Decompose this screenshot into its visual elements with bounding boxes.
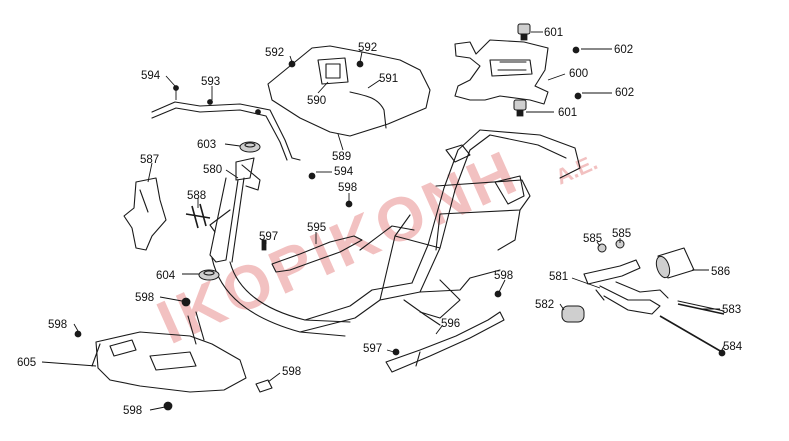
label-600: 600 [569, 68, 588, 80]
main-frame-part [209, 129, 581, 337]
bracket-593 [151, 99, 301, 161]
cylinder-586 [655, 247, 695, 279]
label-602-bottom: 602 [615, 87, 634, 99]
label-589: 589 [332, 151, 351, 163]
label-582: 582 [535, 299, 554, 311]
rod-584 [659, 315, 726, 357]
grommet-604 [198, 269, 220, 281]
floor-plate-605 [91, 311, 247, 393]
label-598-bottom-right: 598 [282, 366, 301, 378]
label-598-far-left: 598 [48, 319, 67, 331]
label-601-top: 601 [544, 27, 563, 39]
label-585-left: 585 [583, 233, 602, 245]
label-585-right: 585 [612, 228, 631, 240]
label-587: 587 [140, 154, 159, 166]
cover-589 [267, 45, 431, 137]
label-598-mid-left: 598 [135, 292, 154, 304]
sleeve-582 [561, 305, 585, 323]
bracket-595 [271, 235, 363, 273]
label-583: 583 [722, 304, 741, 316]
label-581: 581 [549, 271, 568, 283]
label-580: 580 [203, 164, 222, 176]
leader-lines [41, 31, 725, 411]
bushing-601-top [517, 23, 531, 41]
label-598-top: 598 [338, 182, 357, 194]
label-605: 605 [17, 357, 36, 369]
label-591: 591 [379, 73, 398, 85]
label-598-mid-right: 598 [494, 270, 513, 282]
label-603: 603 [197, 139, 216, 151]
bracket-587 [123, 177, 167, 251]
label-592-right: 592 [358, 42, 377, 54]
label-593: 593 [201, 76, 220, 88]
bushing-601-bottom [513, 99, 527, 117]
label-592-left: 592 [265, 47, 284, 59]
label-596: 596 [441, 318, 460, 330]
label-594-left: 594 [141, 70, 161, 82]
label-590: 590 [307, 95, 326, 107]
label-584: 584 [723, 341, 743, 353]
label-586: 586 [711, 266, 730, 278]
label-595: 595 [307, 222, 326, 234]
label-601-bottom: 601 [558, 107, 577, 119]
label-597-bottom: 597 [363, 343, 382, 355]
plate-600 [454, 39, 549, 105]
fasteners [74, 46, 625, 411]
part-labels: 601 592 592 602 594 593 591 600 602 590 … [17, 27, 743, 417]
rod-583 [677, 300, 725, 315]
label-604: 604 [156, 270, 176, 282]
bolts-588 [185, 203, 211, 229]
grommet-603 [239, 141, 261, 153]
label-594-center: 594 [334, 166, 354, 178]
label-598-bottom-left: 598 [123, 405, 142, 417]
label-602-top: 602 [614, 44, 633, 56]
label-597-top: 597 [259, 231, 278, 243]
label-588: 588 [187, 190, 206, 202]
bracket-596 [385, 311, 505, 373]
